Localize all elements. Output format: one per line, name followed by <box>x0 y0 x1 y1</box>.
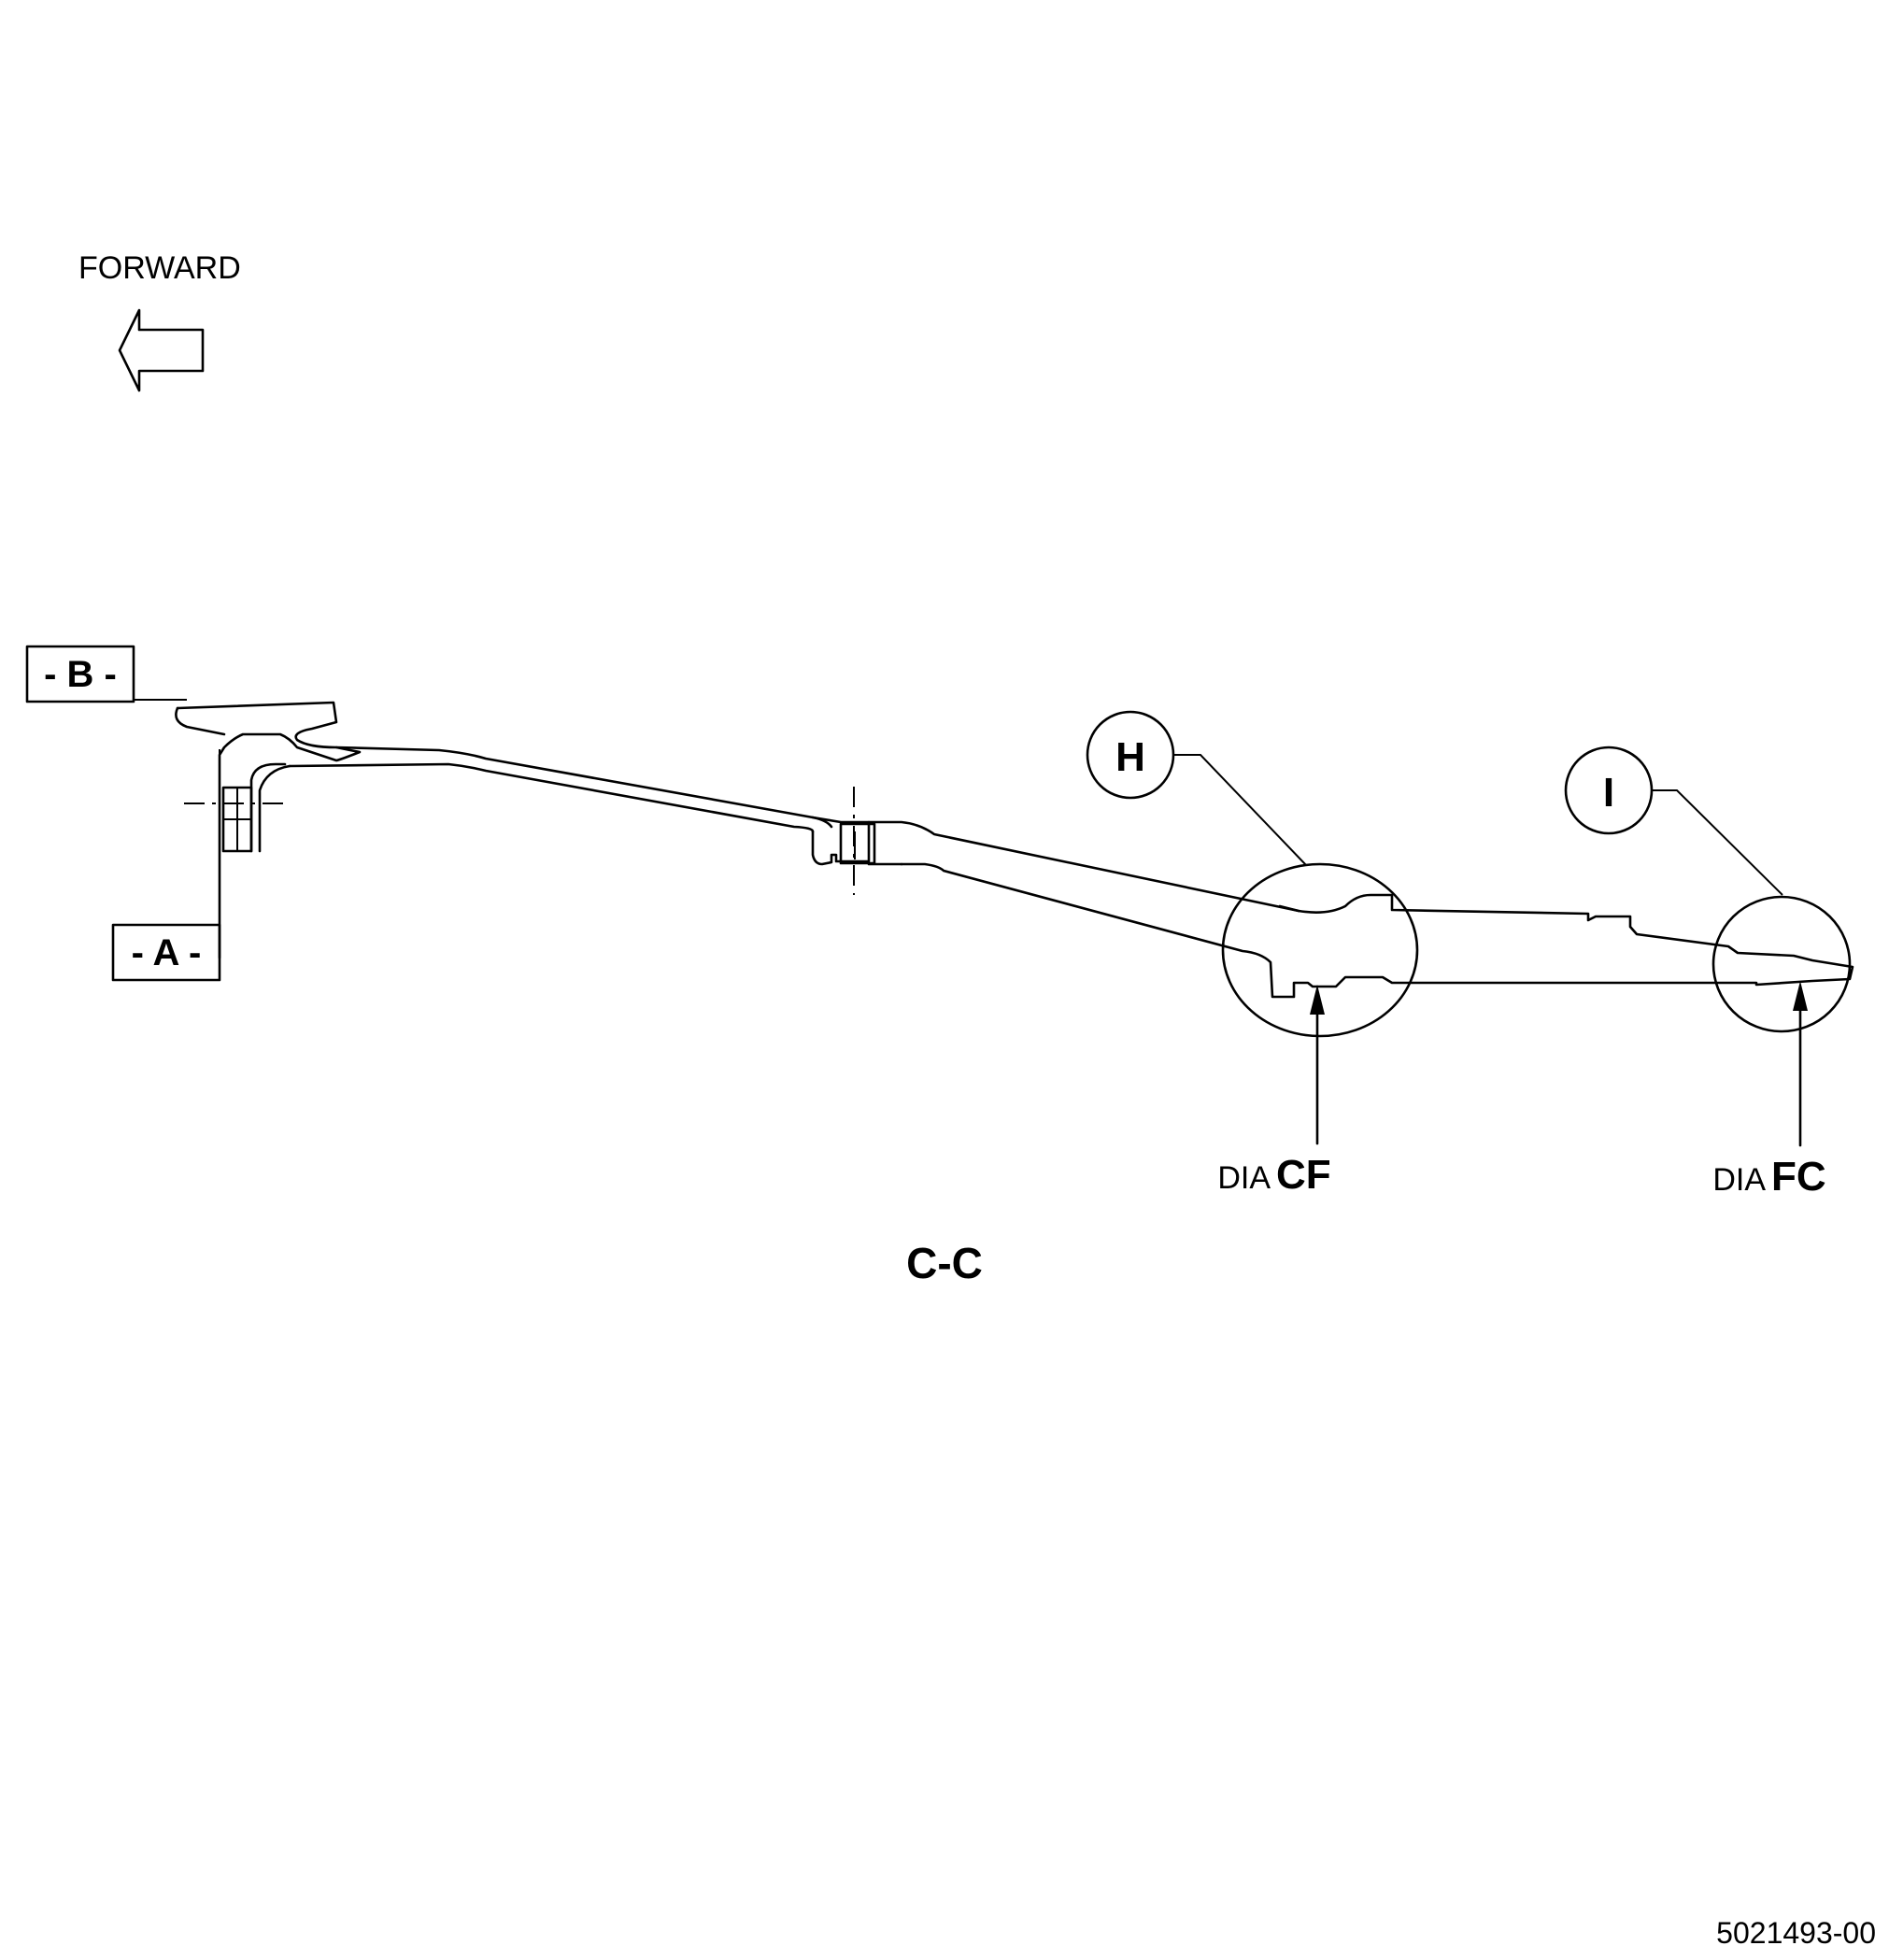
datum-b-label: - B - <box>44 654 117 695</box>
diameter-cf-prefix: DIA <box>1217 1160 1271 1196</box>
datum-a: - A - <box>111 749 221 982</box>
forward-label: FORWARD <box>78 250 241 286</box>
diameter-cf-code: CF <box>1276 1152 1331 1198</box>
detail-i-label: I <box>1603 770 1614 816</box>
datum-a-label: - A - <box>132 932 202 973</box>
diameter-fc: DIA FC <box>1712 981 1826 1200</box>
left-arrow-icon <box>118 308 205 392</box>
detail-h: H <box>1086 710 1419 1038</box>
section-label: C-C <box>906 1239 983 1287</box>
datum-b: - B - <box>25 645 187 703</box>
diameter-fc-prefix: DIA <box>1712 1162 1766 1198</box>
diameter-fc-code: FC <box>1771 1154 1826 1200</box>
diameter-cf: DIA CF <box>1217 985 1331 1198</box>
figure-number: 5021493-00 <box>1716 1916 1876 1950</box>
detail-i: I <box>1564 746 1852 1033</box>
part-outline <box>175 701 1854 999</box>
detail-h-label: H <box>1115 734 1145 780</box>
